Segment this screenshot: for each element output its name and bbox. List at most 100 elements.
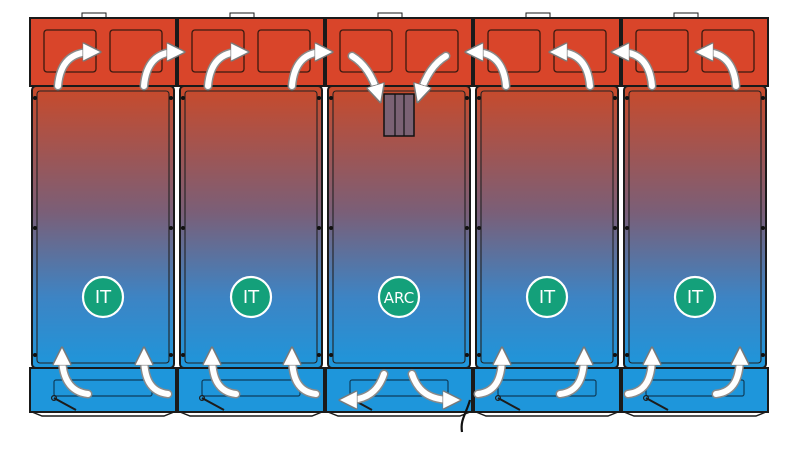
rivet	[465, 353, 469, 357]
arrow-body	[349, 53, 378, 94]
hot-air-plenum	[29, 17, 177, 87]
base-lip	[475, 411, 619, 417]
rivet	[169, 226, 173, 230]
bottom-arrow	[144, 356, 173, 399]
cabinet-badge	[673, 275, 717, 319]
cabinet-badge	[229, 275, 273, 319]
cabinet-label: IT	[687, 287, 704, 308]
cabinet-door	[623, 85, 767, 369]
leveler-handle	[645, 397, 669, 411]
door-inner-frame	[332, 90, 466, 364]
arrow-body	[144, 356, 171, 397]
bottom-arrow	[623, 356, 652, 399]
bottom-arrow	[348, 369, 389, 400]
arrow-body	[55, 52, 92, 89]
rivet	[329, 226, 333, 230]
leveler-pivot	[495, 395, 502, 402]
arrow-body	[557, 356, 584, 397]
rivet	[33, 353, 37, 357]
cabinet-label: IT	[539, 287, 556, 308]
rivet	[465, 96, 469, 100]
cabinet-4	[473, 12, 621, 417]
arrow-body	[409, 371, 452, 400]
top-arrow	[347, 51, 378, 94]
top-arrow	[53, 52, 92, 91]
cabinet-badge	[525, 275, 569, 319]
rivet	[625, 96, 629, 100]
rivet	[181, 226, 185, 230]
rivet	[329, 96, 333, 100]
rivet	[169, 96, 173, 100]
rivet	[181, 96, 185, 100]
hot-air-plenum	[177, 17, 325, 87]
rivet	[613, 353, 617, 357]
top-arrow	[203, 52, 240, 91]
rivet	[625, 226, 629, 230]
arc-connector-block	[383, 93, 472, 433]
arrow-body	[558, 52, 593, 89]
arrow-body	[62, 356, 91, 397]
top-arrow	[287, 52, 324, 91]
top-arrow	[704, 52, 741, 91]
cabinet-2	[177, 12, 325, 417]
rivet	[477, 226, 481, 230]
rivet	[761, 226, 765, 230]
cabinet-label: IT	[95, 287, 112, 308]
rivet	[761, 353, 765, 357]
bottom-arrow	[292, 356, 321, 399]
cabinet-badge	[81, 275, 125, 319]
leveler-pivot	[50, 395, 57, 402]
arrow-body	[289, 52, 324, 89]
cabinet-label: IT	[243, 287, 260, 308]
rivet	[613, 226, 617, 230]
rivet	[477, 353, 481, 357]
leveler-pivot	[642, 395, 649, 402]
rivet	[317, 96, 321, 100]
hot-air-plenum	[473, 17, 621, 87]
arrow-body	[212, 356, 239, 397]
top-arrow	[474, 52, 511, 91]
bottom-arrow	[62, 356, 93, 399]
cabinet-5	[621, 12, 769, 417]
door-inner-frame	[628, 90, 762, 364]
cold-air-plenum	[325, 367, 473, 413]
door-inner-frame	[36, 90, 170, 364]
bottom-arrow	[555, 356, 584, 399]
leveler-pivot	[199, 395, 206, 402]
rivet	[33, 226, 37, 230]
arrow-body	[141, 52, 176, 89]
top-arrow	[139, 52, 176, 91]
hot-air-plenum	[621, 17, 769, 87]
plenum-slot	[349, 379, 449, 397]
leveler-handle	[53, 397, 77, 411]
bottom-arrow	[711, 356, 740, 399]
cabinet-3	[325, 12, 473, 417]
connector-housing	[383, 93, 415, 137]
rivet	[613, 96, 617, 100]
rivet	[169, 353, 173, 357]
rivet	[181, 353, 185, 357]
top-arrow	[558, 52, 595, 91]
rivet	[625, 353, 629, 357]
hot-air-plenum	[325, 17, 473, 87]
arrow-body	[292, 356, 319, 397]
base-lip	[623, 411, 767, 417]
rivet	[329, 353, 333, 357]
arrow-body	[475, 356, 502, 397]
cabinet-badge	[377, 275, 421, 319]
leveler-handle	[201, 397, 225, 411]
arrow-body	[420, 53, 449, 94]
cabinet-1	[29, 12, 177, 417]
bottom-arrow	[473, 356, 502, 399]
arrow-body	[348, 371, 387, 400]
rivet	[317, 226, 321, 230]
arrow-body	[474, 52, 509, 89]
top-arrow	[420, 51, 451, 94]
arrow-body	[704, 52, 739, 89]
base-lip	[31, 411, 175, 417]
door-inner-frame	[184, 90, 318, 364]
bottom-arrow	[212, 356, 241, 399]
drain-hose	[460, 399, 472, 433]
